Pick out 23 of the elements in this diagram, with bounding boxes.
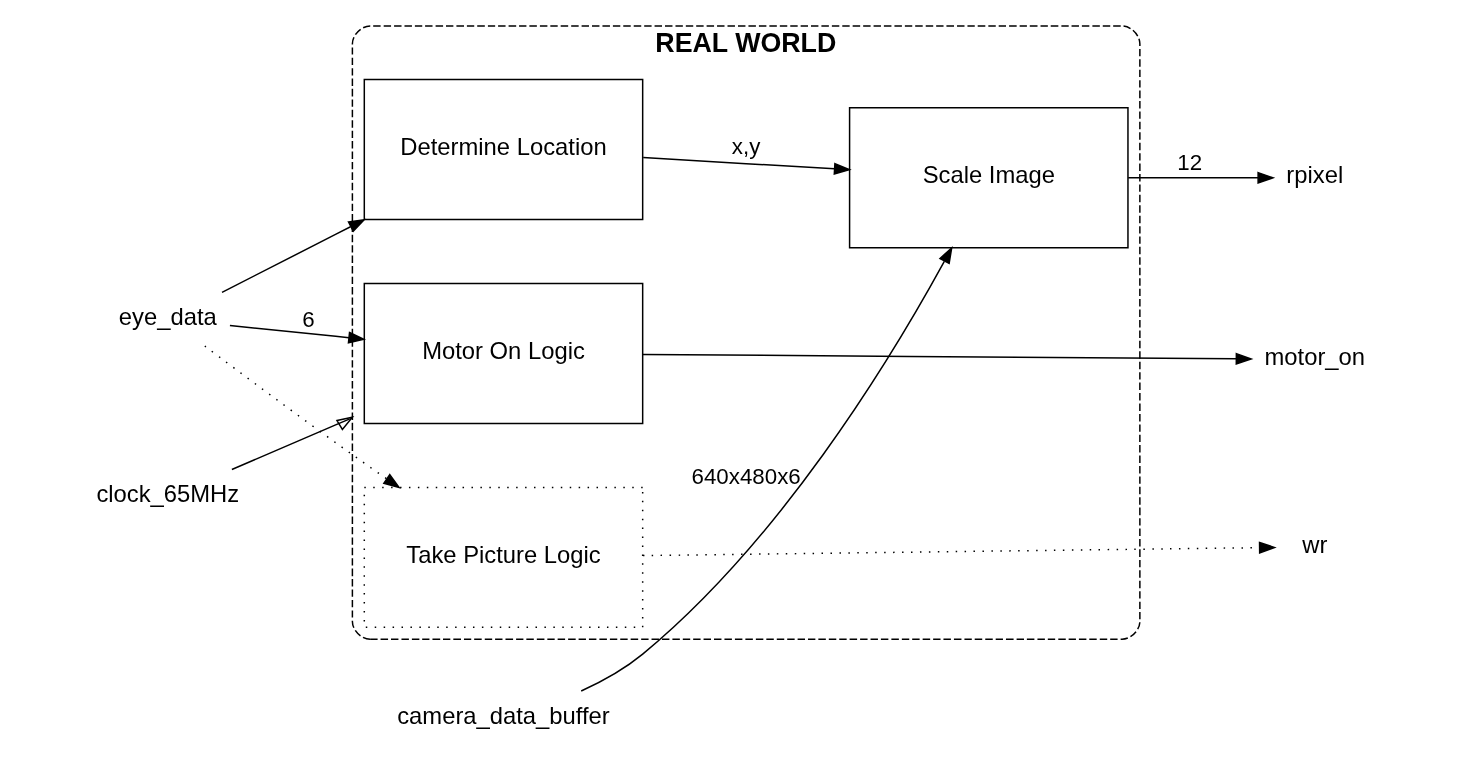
arrow — [642, 541, 1277, 557]
node-text: rpixel — [1286, 161, 1344, 189]
node-text: motor_on — [1264, 343, 1366, 371]
edge-label: x,y — [731, 133, 761, 159]
node-box: Scale Image — [848, 107, 1129, 249]
node-text: wr — [1302, 530, 1328, 558]
arrow — [229, 324, 367, 344]
edge-label: 640x480x6 — [691, 464, 801, 490]
arrow — [231, 416, 355, 471]
arrow — [642, 156, 852, 176]
arrow — [204, 345, 401, 489]
node-box: Determine Location — [363, 78, 644, 221]
edge-label: 6 — [302, 306, 315, 332]
arrow — [1127, 171, 1276, 185]
node-text: clock_65MHz — [96, 480, 240, 508]
arrow — [642, 352, 1254, 366]
arrow — [580, 245, 953, 692]
node-box: Motor On Logic — [363, 282, 644, 425]
node-text: eye_data — [118, 302, 217, 330]
edge-label: 12 — [1177, 150, 1203, 176]
arrow — [221, 218, 367, 294]
node-box: Take Picture Logic — [363, 486, 644, 629]
node-text: camera_data_buffer — [397, 701, 610, 729]
